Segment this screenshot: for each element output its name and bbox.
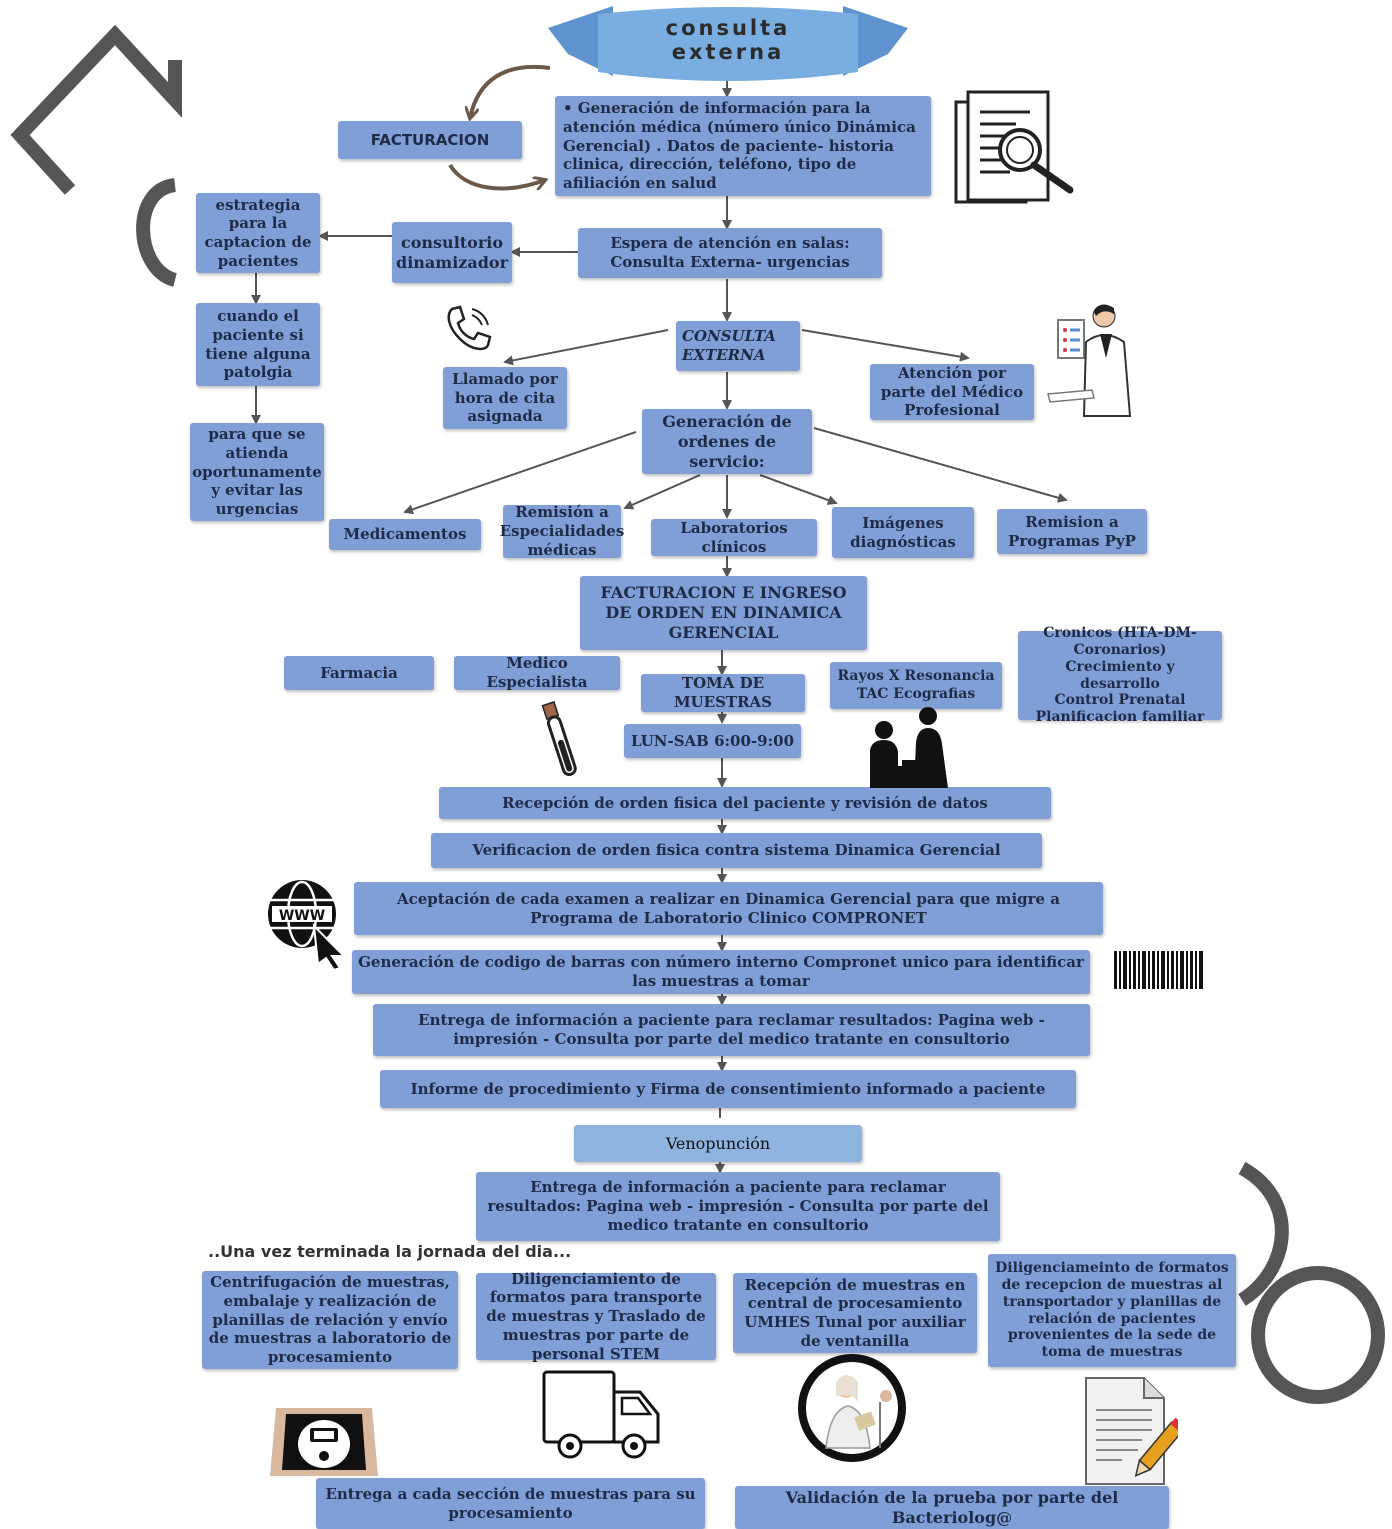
- atencion-medico-box: Atención por parte del Médico Profesiona…: [870, 364, 1034, 420]
- curved-arrow-to-generacion: [448, 163, 545, 191]
- rayos-box: Rayos X Resonancia TAC Ecografias: [830, 662, 1002, 709]
- remision-especialidades-box: Remisión a Especialidades médicas: [499, 503, 625, 559]
- espera-box: Espera de atención en salas: Consulta Ex…: [578, 228, 882, 278]
- generacion-ordenes-box: Generación de ordenes de servicio:: [642, 409, 812, 474]
- estrategia-box: estrategia para la captacion de paciente…: [196, 193, 320, 273]
- arrow-gen-remision: [623, 474, 701, 510]
- cuando-box: cuando el paciente si tiene alguna patol…: [196, 303, 320, 386]
- recepcion-orden-box: Recepción de orden fisica del paciente y…: [439, 787, 1051, 819]
- svg-text:WWW: WWW: [279, 908, 325, 924]
- banner-title: consulta externa: [665, 16, 791, 65]
- entrega-seccion-box: Entrega a cada sección de muestras para …: [316, 1478, 705, 1529]
- truck-icon: [542, 1370, 660, 1459]
- watermark-letter-n: [10, 24, 182, 195]
- test-tube-icon: [541, 701, 577, 777]
- para-que-box: para que se atienda oportunamente y evit…: [190, 423, 324, 521]
- magnifier-document-icon: [954, 90, 1074, 204]
- consultation-icon: [870, 707, 948, 788]
- phone-icon: [447, 305, 492, 351]
- farmacia-box: Farmacia: [284, 656, 434, 690]
- watermark-letter-o-large: [1251, 1266, 1385, 1404]
- venopuncion-box: Venopunción: [574, 1125, 862, 1162]
- codigo-barras-box: Generación de codigo de barras con númer…: [352, 950, 1090, 994]
- facturacion-ingreso-box: FACTURACION E INGRESO DE ORDEN EN DINAMI…: [580, 576, 867, 650]
- generacion-info-box: • Generación de información para la aten…: [555, 96, 931, 196]
- remision-pyp-box: Remision a Programas PyP: [997, 509, 1147, 554]
- recepcion-central-box: Recepción de muestras en central de proc…: [733, 1273, 977, 1353]
- arrow-gen-medicamentos: [403, 431, 637, 515]
- entrega-info-1-box: Entrega de información a paciente para r…: [373, 1004, 1090, 1056]
- banner-ribbon: [548, 6, 908, 81]
- banner: consulta externa: [548, 6, 908, 86]
- document-edit-icon: [1085, 1377, 1178, 1485]
- imagenes-box: Imágenes diagnósticas: [832, 507, 974, 558]
- horario-box: LUN-SAB 6:00-9:00: [624, 724, 801, 758]
- medico-especialista-box: Medico Especialista: [454, 654, 620, 691]
- watermark-letter-c: [136, 178, 178, 287]
- aceptacion-box: Aceptación de cada examen a realizar en …: [354, 882, 1103, 935]
- entrega-info-2-box: Entrega de información a paciente para r…: [476, 1172, 1000, 1241]
- centrifugacion-box: Centrifugación de muestras, embalaje y r…: [202, 1271, 458, 1369]
- diligenciameinto-box: Diligenciameinto de formatos de recepcio…: [988, 1254, 1236, 1367]
- diligenciamiento-box: Diligenciamiento de formatos para transp…: [476, 1270, 716, 1363]
- curved-arrow-to-facturacion: [470, 64, 551, 118]
- verificacion-box: Verificacion de orden fisica contra sist…: [431, 833, 1042, 868]
- watermark-letter-o-small: [1238, 1161, 1289, 1306]
- medicamentos-box: Medicamentos: [329, 519, 481, 550]
- globe-www-icon: WWW: [268, 880, 347, 970]
- consultorio-box: consultorio dinamizador: [392, 222, 512, 283]
- barcode-icon: [1114, 951, 1203, 989]
- arrow-consulta-atencion: [801, 329, 970, 362]
- informe-box: Informe de procedimiento y Firma de cons…: [380, 1070, 1076, 1108]
- consulta-externa-box: CONSULTA EXTERNA: [676, 321, 800, 371]
- arrow-gen-pyp: [813, 427, 1068, 503]
- facturacion-box: FACTURACION: [338, 121, 522, 159]
- cronicos-box: Cronicos (HTA-DM-Coronarios) Crecimiento…: [1018, 625, 1222, 725]
- technician-icon: [798, 1354, 906, 1462]
- centrifuge-icon: [270, 1408, 378, 1476]
- doctor-icon: [1047, 304, 1132, 417]
- arrow-consulta-llamado: [503, 329, 669, 366]
- toma-muestras-box: TOMA DE MUESTRAS: [641, 674, 805, 712]
- validacion-box: Validación de la prueba por parte del Ba…: [735, 1486, 1169, 1529]
- laboratorios-box: Laboratorios clínicos: [651, 519, 817, 556]
- jornada-note: ..Una vez terminada la jornada del dia..…: [208, 1242, 572, 1261]
- llamado-box: Llamado por hora de cita asignada: [443, 367, 567, 429]
- arrow-gen-imagenes: [759, 474, 838, 505]
